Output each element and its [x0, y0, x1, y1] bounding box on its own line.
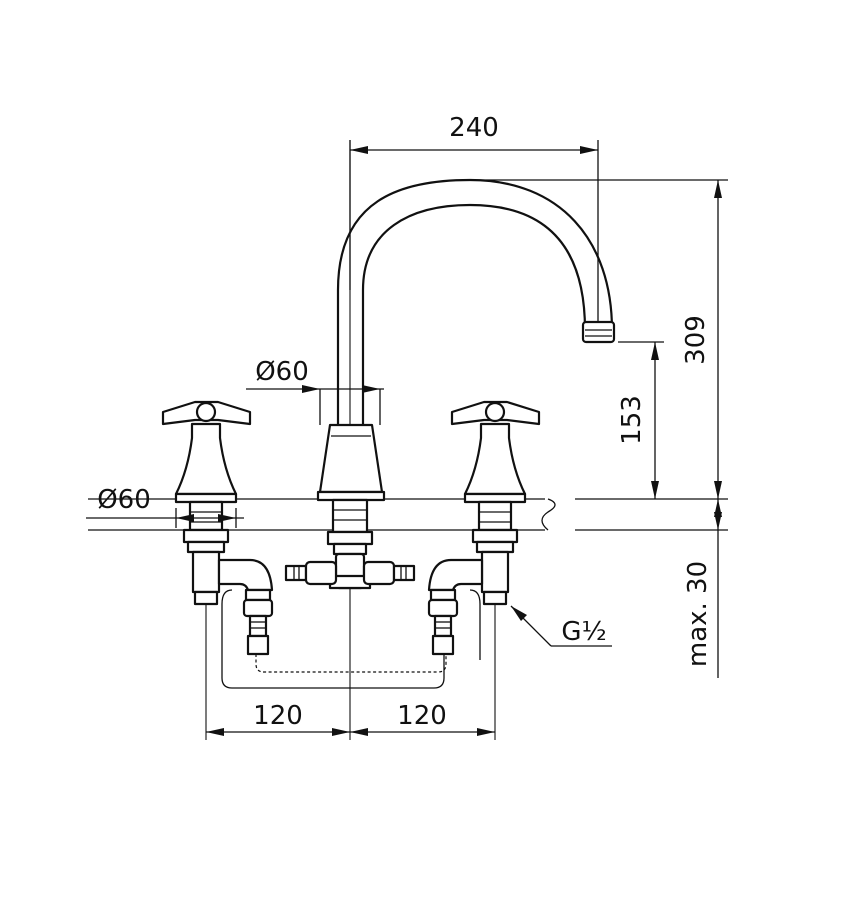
- cross-connectors: [284, 560, 416, 586]
- left-spacing-label: 120: [253, 701, 303, 731]
- dimension-total-height: 309: [470, 179, 728, 499]
- dimension-spout-base-diameter: Ø60: [246, 357, 384, 425]
- thread-label: G½: [561, 617, 606, 647]
- right-spacing-label: 120: [397, 701, 447, 731]
- spout-reach-label: 240: [449, 113, 499, 143]
- dimension-spout-reach: 240: [349, 113, 599, 322]
- dimension-valve-spacing: 120 120: [206, 701, 495, 736]
- spout: [336, 178, 616, 432]
- dimension-deck-thickness: max. 30: [683, 499, 722, 678]
- flexible-hoses: [221, 589, 481, 689]
- deck-thickness-label: max. 30: [683, 561, 713, 667]
- handle-diameter-label: Ø60: [97, 485, 151, 515]
- spout-base-diameter-label: Ø60: [255, 357, 309, 387]
- total-height-label: 309: [681, 315, 711, 365]
- spout-height-label: 153: [617, 395, 647, 445]
- center-body: [316, 423, 386, 590]
- dimension-spout-height: 153: [617, 341, 664, 499]
- thread-callout: G½: [510, 605, 612, 647]
- countertop-deck: [88, 498, 728, 531]
- left-valve: [161, 400, 274, 656]
- dimension-handle-diameter: Ø60: [86, 485, 244, 528]
- right-valve: [427, 400, 541, 656]
